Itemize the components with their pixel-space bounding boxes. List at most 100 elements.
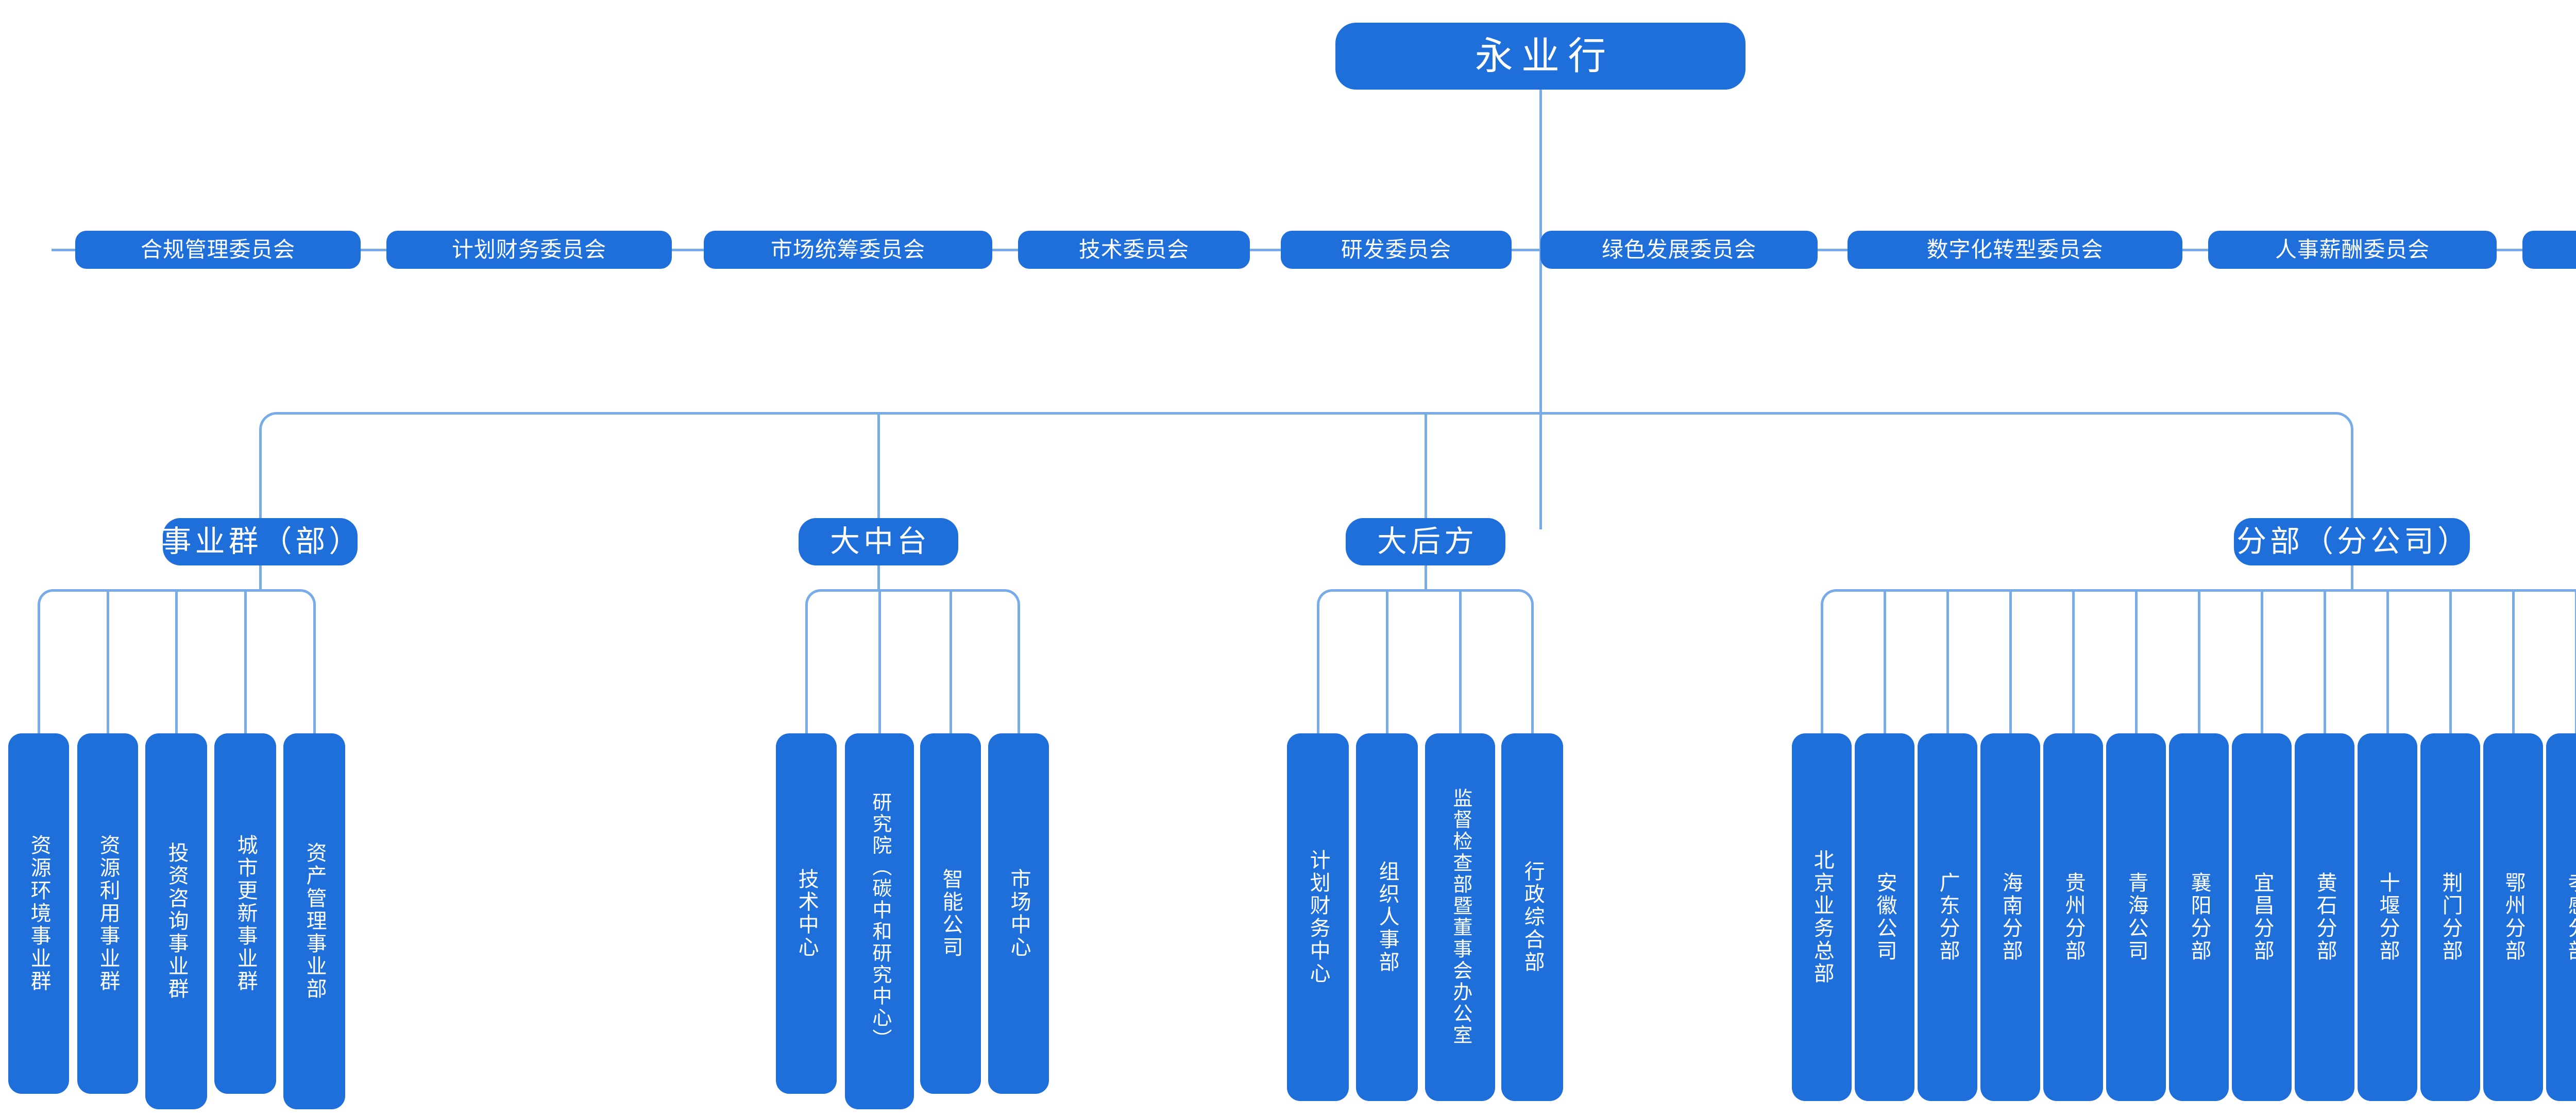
leaf-node-label: 计划财务中心 bbox=[1307, 849, 1330, 985]
committee-node-7[interactable]: 数字化转型委员会 bbox=[1848, 231, 2182, 269]
leaf-drop-4-4 bbox=[2009, 589, 2012, 733]
leaf-node-label: 投资咨询事业群 bbox=[165, 842, 188, 1001]
leaf-node-4-3[interactable]: 广东分部 bbox=[1918, 733, 1977, 1101]
leaf-node-1-5[interactable]: 资产管理事业部 bbox=[283, 733, 345, 1109]
committee-node-3[interactable]: 市场统筹委员会 bbox=[704, 231, 992, 269]
leaf-node-4-7[interactable]: 襄阳分部 bbox=[2169, 733, 2229, 1101]
committee-connector-7 bbox=[2182, 249, 2208, 251]
division-stem-2 bbox=[877, 565, 880, 589]
committee-node-2[interactable]: 计划财务委员会 bbox=[386, 231, 672, 269]
leaf-node-label: 资源利用事业群 bbox=[96, 834, 120, 993]
leaf-drop-4-12 bbox=[2512, 589, 2515, 733]
leaf-drop-2-2 bbox=[878, 589, 881, 733]
leaf-drop-4-10 bbox=[2386, 589, 2389, 733]
leaf-node-label: 智能公司 bbox=[939, 868, 962, 959]
leaf-drop-3-3 bbox=[1459, 589, 1462, 733]
leaf-node-label: 行政综合部 bbox=[1521, 861, 1544, 974]
leaf-node-4-12[interactable]: 鄂州分部 bbox=[2483, 733, 2543, 1101]
division-node-2[interactable]: 大中台 bbox=[799, 518, 958, 565]
leaf-node-4-5[interactable]: 贵州分部 bbox=[2043, 733, 2103, 1101]
committee-chain-stub-left bbox=[52, 249, 75, 251]
leaf-node-label: 市场中心 bbox=[1007, 868, 1030, 959]
leaf-node-2-3[interactable]: 智能公司 bbox=[920, 733, 981, 1094]
leaf-drop-4-11 bbox=[2449, 589, 2452, 733]
committee-connector-6 bbox=[1818, 249, 1848, 251]
leaf-node-1-1[interactable]: 资源环境事业群 bbox=[8, 733, 69, 1094]
leaf-node-1-3[interactable]: 投资咨询事业群 bbox=[145, 733, 207, 1109]
leaf-node-label: 广东分部 bbox=[1936, 872, 1959, 963]
division-stem-4 bbox=[2351, 565, 2353, 589]
committee-connector-3 bbox=[992, 249, 1018, 251]
leaf-node-label: 襄阳分部 bbox=[2188, 872, 2211, 963]
leaf-node-label: 宜昌分部 bbox=[2250, 872, 2274, 963]
leaf-drop-4-8 bbox=[2261, 589, 2263, 733]
leaf-node-label: 资产管理事业部 bbox=[303, 842, 326, 1001]
leaf-drop-4-3 bbox=[1946, 589, 1949, 733]
committee-node-4[interactable]: 技术委员会 bbox=[1018, 231, 1250, 269]
leaf-node-4-4[interactable]: 海南分部 bbox=[1980, 733, 2040, 1101]
leaf-drop-4-5 bbox=[2072, 589, 2075, 733]
committee-node-6[interactable]: 绿色发展委员会 bbox=[1540, 231, 1818, 269]
committee-connector-4 bbox=[1250, 249, 1281, 251]
leaf-node-3-4[interactable]: 行政综合部 bbox=[1501, 733, 1563, 1101]
leaf-node-label: 研究院（碳中和研究中心） bbox=[869, 792, 891, 1051]
division-stem-1 bbox=[259, 565, 262, 589]
leaf-node-4-9[interactable]: 黄石分部 bbox=[2295, 733, 2354, 1101]
committee-connector-1 bbox=[361, 249, 386, 251]
leaf-node-label: 技术中心 bbox=[795, 868, 818, 959]
leaf-drop-1-4 bbox=[244, 589, 247, 733]
committee-node-8[interactable]: 人事薪酬委员会 bbox=[2208, 231, 2497, 269]
leaf-bracket-2 bbox=[805, 589, 1020, 734]
leaf-node-1-2[interactable]: 资源利用事业群 bbox=[77, 733, 138, 1094]
leaf-node-label: 鄂州分部 bbox=[2502, 872, 2525, 963]
leaf-node-3-1[interactable]: 计划财务中心 bbox=[1287, 733, 1349, 1101]
root-node[interactable]: 永业行 bbox=[1335, 23, 1745, 90]
leaf-node-4-6[interactable]: 青海公司 bbox=[2106, 733, 2166, 1101]
committee-node-5[interactable]: 研发委员会 bbox=[1281, 231, 1512, 269]
leaf-node-4-2[interactable]: 安徽公司 bbox=[1855, 733, 1914, 1101]
leaf-node-label: 荆门分部 bbox=[2439, 872, 2462, 963]
leaf-node-1-4[interactable]: 城市更新事业群 bbox=[214, 733, 276, 1094]
leaf-node-4-1[interactable]: 北京业务总部 bbox=[1792, 733, 1852, 1101]
root-trunk-line-upper bbox=[1539, 90, 1542, 231]
leaf-node-label: 青海公司 bbox=[2125, 872, 2148, 963]
leaf-drop-4-7 bbox=[2198, 589, 2200, 733]
leaf-node-label: 孝感分部 bbox=[2565, 872, 2576, 963]
leaf-drop-3-2 bbox=[1386, 589, 1388, 733]
leaf-drop-4-2 bbox=[1884, 589, 1886, 733]
committee-node-1[interactable]: 合规管理委员会 bbox=[75, 231, 361, 269]
leaf-node-label: 组织人事部 bbox=[1376, 861, 1399, 974]
division-node-1[interactable]: 事业群（部） bbox=[162, 518, 359, 565]
leaf-drop-4-9 bbox=[2324, 589, 2326, 733]
leaf-drop-1-2 bbox=[107, 589, 109, 733]
committee-connector-2 bbox=[672, 249, 704, 251]
leaf-drop-1-3 bbox=[175, 589, 178, 733]
committee-connector-8 bbox=[2497, 249, 2522, 251]
leaf-node-label: 黄石分部 bbox=[2313, 872, 2336, 963]
leaf-node-label: 海南分部 bbox=[1999, 872, 2022, 963]
leaf-drop-4-6 bbox=[2135, 589, 2138, 733]
leaf-node-label: 城市更新事业群 bbox=[234, 834, 257, 993]
division-drop-2 bbox=[877, 412, 880, 518]
committee-node-9[interactable]: 综合品牌委员会 bbox=[2522, 231, 2576, 269]
division-stem-3 bbox=[1425, 565, 1427, 589]
leaf-node-3-2[interactable]: 组织人事部 bbox=[1356, 733, 1418, 1101]
leaf-node-4-11[interactable]: 荆门分部 bbox=[2420, 733, 2480, 1101]
leaf-node-label: 资源环境事业群 bbox=[27, 834, 50, 993]
leaf-node-label: 北京业务总部 bbox=[1810, 849, 1834, 985]
leaf-node-2-1[interactable]: 技术中心 bbox=[776, 733, 837, 1094]
leaf-node-2-2[interactable]: 研究院（碳中和研究中心） bbox=[845, 733, 914, 1109]
division-node-3[interactable]: 大后方 bbox=[1346, 518, 1505, 565]
leaf-drop-4-13 bbox=[2575, 589, 2576, 733]
division-node-4[interactable]: 分部（分公司） bbox=[2234, 518, 2470, 565]
division-bracket bbox=[259, 412, 2353, 518]
leaf-node-label: 监督检查部暨董事会办公室 bbox=[1449, 788, 1471, 1046]
leaf-node-3-3[interactable]: 监督检查部暨董事会办公室 bbox=[1425, 733, 1495, 1101]
leaf-node-4-13[interactable]: 孝感分部 bbox=[2546, 733, 2576, 1101]
leaf-node-4-10[interactable]: 十堰分部 bbox=[2358, 733, 2417, 1101]
committee-connector-5 bbox=[1512, 249, 1540, 251]
leaf-node-4-8[interactable]: 宜昌分部 bbox=[2232, 733, 2292, 1101]
leaf-bracket-3 bbox=[1316, 589, 1534, 734]
leaf-node-2-4[interactable]: 市场中心 bbox=[988, 733, 1049, 1094]
